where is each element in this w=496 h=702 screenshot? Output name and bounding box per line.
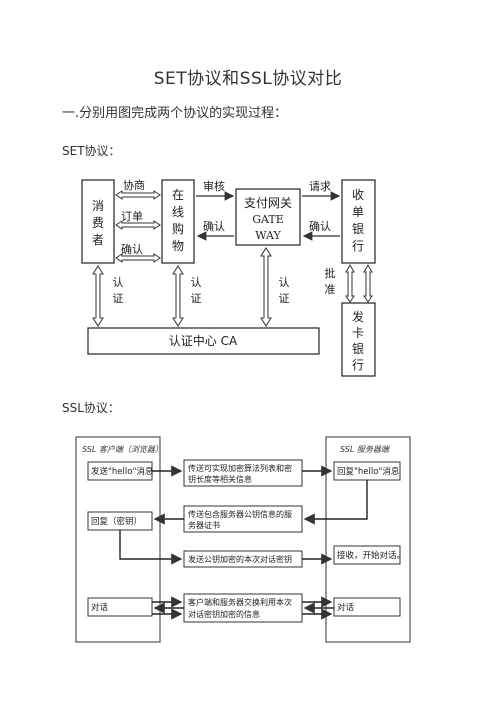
ca-box — [87, 327, 320, 355]
gateway-line-1: 支付网关 — [244, 196, 292, 210]
gateway-line-3: WAY — [255, 229, 281, 242]
server-talk-box — [333, 597, 401, 617]
server-talk-text: 对话 — [337, 602, 355, 613]
issuer-box — [341, 302, 376, 377]
server-header: SSL 服务器端 — [340, 445, 390, 454]
shop-char-4: 物 — [172, 239, 184, 253]
acquirer-box — [341, 179, 376, 264]
confirm-label-1: 确认 — [121, 243, 143, 256]
gateway-box — [235, 188, 301, 246]
consumer-char-3: 者 — [92, 233, 104, 247]
acquirer-char-2: 单 — [352, 205, 364, 219]
ca-label: 认证中心 CA — [169, 333, 238, 348]
arrow-key-to-step3 — [119, 530, 183, 565]
issuer-char-4: 行 — [352, 358, 364, 372]
consumer-char-2: 费 — [92, 216, 104, 230]
client-talk-box — [87, 597, 153, 617]
step1-box — [183, 459, 303, 487]
consumer-box — [81, 179, 115, 264]
auth-consumer-2: 证 — [113, 292, 124, 305]
order-label: 订单 — [121, 210, 143, 223]
step4-box — [183, 593, 303, 623]
consumer-char-1: 消 — [92, 199, 104, 213]
confirm-label-2: 确认 — [203, 220, 225, 233]
step4-line1: 客户端和服务器交换利用本次 — [188, 597, 292, 607]
issuer-char-2: 卡 — [352, 326, 364, 340]
approve-char-2: 准 — [325, 283, 336, 296]
step2-line1: 传送包含服务器公钥信息的服 — [188, 509, 292, 519]
request-label: 请求 — [309, 180, 331, 193]
auth-arrow-shop — [172, 265, 184, 327]
receive-start-text: 接收，开始对话。 — [337, 550, 405, 561]
shop-char-3: 购 — [172, 221, 184, 236]
client-header: SSL 客户端（浏览器） — [82, 445, 163, 454]
issuer-char-1: 发 — [352, 309, 364, 324]
consumer-shop-arrows — [115, 190, 161, 263]
approve-arrow-down — [363, 263, 373, 303]
approve-arrow-up — [345, 263, 355, 303]
approve-char-1: 批 — [325, 266, 336, 280]
shop-char-2: 线 — [172, 205, 184, 219]
auth-consumer-1: 认 — [113, 276, 124, 289]
auth-arrow-consumer — [92, 265, 104, 327]
step4-line2: 对话密钥加密的信息 — [188, 609, 260, 619]
step3-text: 发送公钥加密的本次对话密钥 — [188, 554, 292, 564]
confirm-label-3: 确认 — [309, 220, 331, 233]
issuer-char-3: 银 — [352, 342, 364, 356]
auth-gateway-2: 证 — [279, 292, 290, 305]
auth-shop-2: 证 — [191, 292, 202, 305]
client-talk-text: 对话 — [91, 602, 109, 613]
shop-char-1: 在 — [172, 188, 184, 202]
reply-hello-text: 回复"hello"消息 — [337, 466, 400, 477]
page-title: SET协议和SSL协议对比 — [153, 69, 343, 89]
section-heading: 一.分别用图完成两个协议的实现过程： — [62, 106, 288, 121]
acquirer-char-1: 收 — [352, 188, 364, 202]
auth-gateway-1: 认 — [279, 276, 290, 289]
ssl-label: SSL协议： — [62, 401, 120, 415]
set-label: SET协议： — [62, 144, 121, 158]
reply-key-text: 回复（密钥） — [91, 516, 142, 527]
auth-shop-1: 认 — [191, 276, 202, 289]
arrow-server-to-step2 — [303, 480, 368, 525]
review-label: 审核 — [203, 179, 225, 193]
auth-arrow-gateway — [260, 247, 272, 327]
ssl-diagram: SSL 客户端（浏览器） SSL 服务器端 发送"hello"消息 回复（密钥）… — [75, 436, 411, 643]
shop-box — [161, 179, 195, 264]
step1-line2: 钥长度等相关信息 — [188, 474, 252, 484]
send-hello-text: 发送"hello"消息 — [91, 466, 154, 477]
negotiate-label: 协商 — [123, 178, 145, 192]
receive-start-box — [333, 545, 401, 565]
step1-line1: 传送可实现加密算法列表和密 — [188, 463, 292, 473]
gateway-line-2: GATE — [252, 213, 284, 226]
step2-line2: 务器证书 — [188, 520, 220, 530]
acquirer-char-4: 行 — [352, 239, 364, 253]
step2-box — [183, 505, 303, 533]
acquirer-char-3: 银 — [352, 222, 364, 236]
